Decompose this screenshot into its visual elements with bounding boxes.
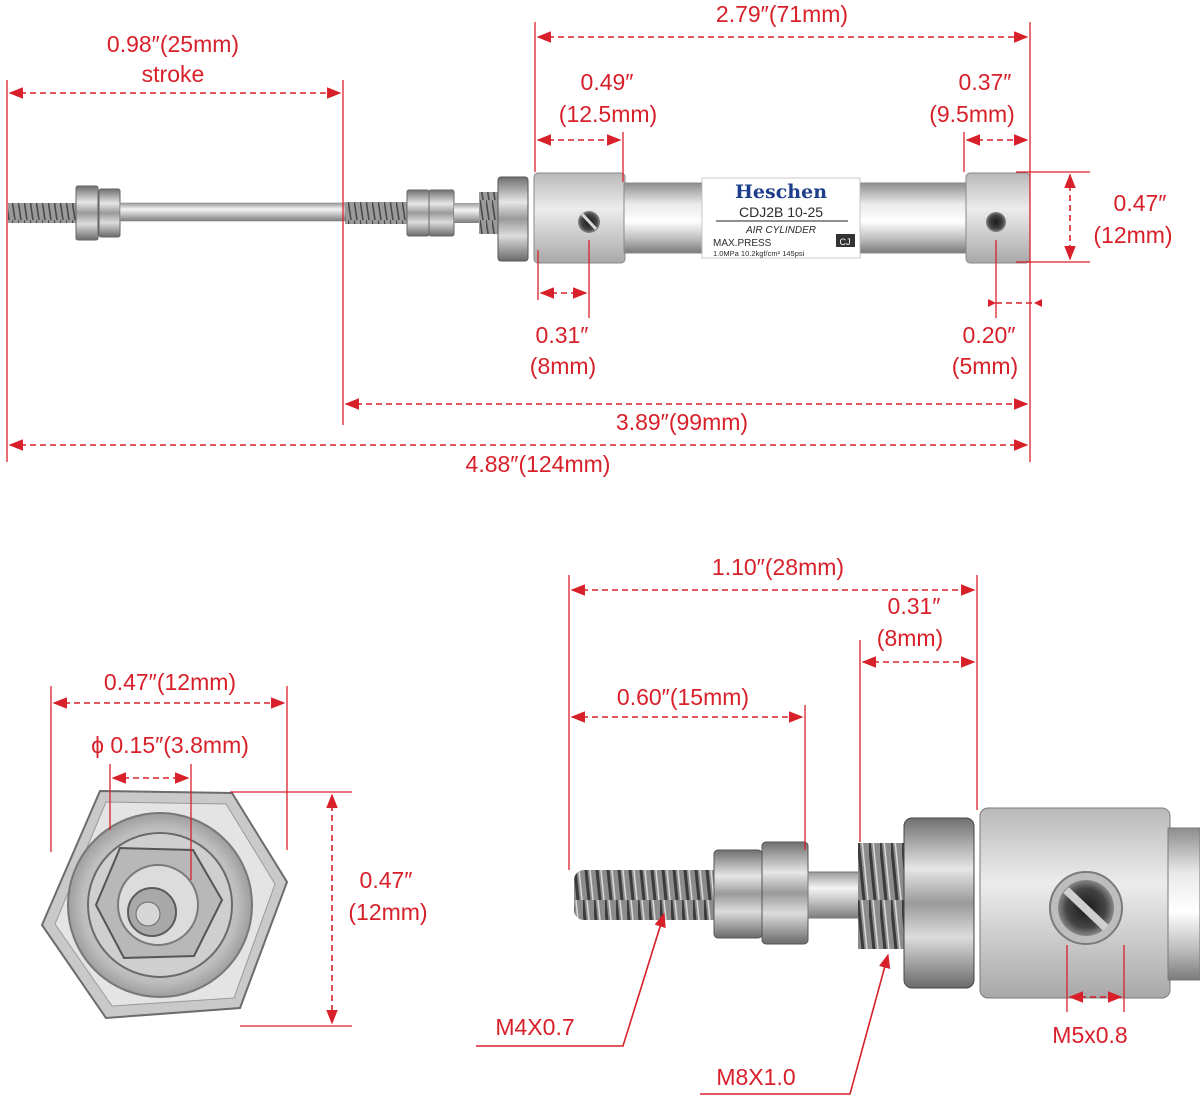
rear-mount-hole <box>986 212 1006 232</box>
port-thread-spec: M5x0.8 <box>1052 1022 1127 1048</box>
tube-label <box>701 177 861 259</box>
rod-thread-spec: M4X0.7 <box>495 1014 574 1040</box>
end-view-dimensions: 0.47″(12mm) ϕ 0.15″(3.8mm) 0.47″ (12mm) <box>50 669 428 1027</box>
front-end-detail-view <box>574 807 1200 999</box>
label-series: CJ <box>840 237 851 247</box>
retracted-length-dimension: 3.89″(99mm) <box>616 409 748 435</box>
rod-diameter-dimension: ϕ 0.15″(3.8mm) <box>91 732 249 758</box>
rod-nut-back <box>98 188 121 238</box>
lock-nut-2 <box>428 189 455 237</box>
lock-nut-1 <box>406 189 430 237</box>
front-block-dimension-in: 0.49″ <box>581 69 634 95</box>
end-width-dimension: 0.47″(12mm) <box>104 669 236 695</box>
rear-hole-dimension-in: 0.20″ <box>963 322 1016 348</box>
top-dimensions: 0.98″(25mm) stroke 2.79″(71mm) 0.49″ (12… <box>6 1 1173 477</box>
front-block-dimension-mm: (12.5mm) <box>559 101 657 127</box>
mount-thread-spec: M8X1.0 <box>716 1064 795 1090</box>
detail-mount-thread <box>858 843 908 949</box>
cylinder-end-view <box>40 789 289 1020</box>
end-height-dimension-mm: (12mm) <box>348 899 427 925</box>
cylinder-side-view: Heschen CDJ2B 10-25 AIR CYLINDER MAX.PRE… <box>8 172 1031 264</box>
stroke-dimension: 0.98″(25mm) <box>107 31 239 57</box>
rear-hole-dimension-mm: (5mm) <box>952 353 1018 379</box>
label-rating: 1.0MPa 10.2kgf/cm² 145psi <box>713 249 805 258</box>
body-height-dimension-mm: (12mm) <box>1093 222 1172 248</box>
front-port-dimension-mm: (8mm) <box>530 353 596 379</box>
rear-block-dimension-mm: (9.5mm) <box>929 101 1015 127</box>
rear-block-dimension-in: 0.37″ <box>959 69 1012 95</box>
detail-rod-neck <box>807 871 861 919</box>
extended-length-dimension: 4.88″(124mm) <box>466 451 611 477</box>
thread-length-dimension-mm: (8mm) <box>877 625 943 651</box>
label-model: CDJ2B 10-25 <box>739 204 823 220</box>
front-length-dimension: 1.10″(28mm) <box>712 554 844 580</box>
rod-thread-length-dimension: 0.60″(15mm) <box>617 684 749 710</box>
detail-nut-2 <box>761 841 809 945</box>
stroke-word: stroke <box>142 61 205 87</box>
label-brand: Heschen <box>735 181 827 203</box>
rod-thread-section <box>345 202 407 224</box>
body-height-dimension-in: 0.47″ <box>1114 190 1167 216</box>
rod-thread-tip <box>8 203 78 223</box>
label-series-box <box>836 234 855 247</box>
detail-mount-nut <box>903 817 975 989</box>
rod-nut-front <box>75 185 99 241</box>
piston-rod <box>119 202 346 222</box>
detail-tube <box>1167 827 1200 981</box>
mount-nut <box>497 176 529 262</box>
thread-length-dimension-in: 0.31″ <box>888 593 941 619</box>
mount-thread <box>479 192 499 234</box>
detail-nut-1 <box>713 849 763 939</box>
body-length-dimension: 2.79″(71mm) <box>716 1 848 27</box>
front-port-dimension-in: 0.31″ <box>536 322 589 348</box>
rod-neck <box>454 203 479 223</box>
label-max-press: MAX.PRESS <box>713 238 772 249</box>
detail-rod-thread <box>574 870 724 920</box>
end-height-dimension-in: 0.47″ <box>360 867 413 893</box>
detail-view-dimensions: 1.10″(28mm) 0.31″ (8mm) 0.60″(15mm) M4X0… <box>476 554 1128 1095</box>
label-type: AIR CYLINDER <box>745 225 816 236</box>
